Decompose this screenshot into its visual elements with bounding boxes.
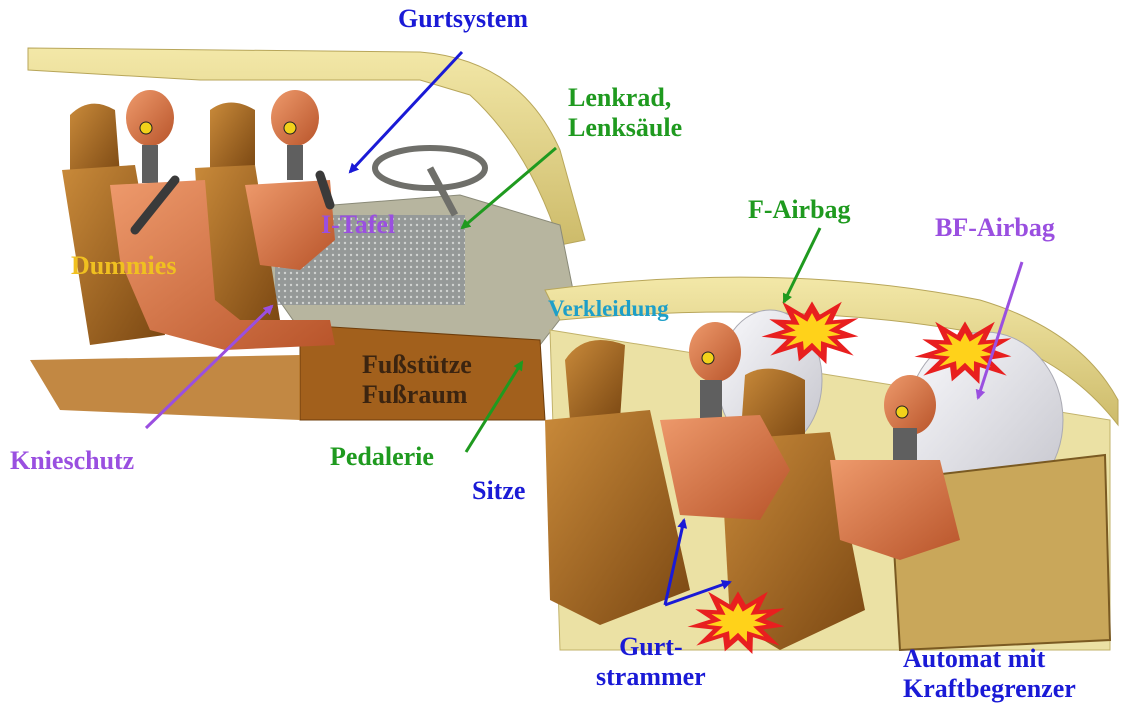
label-verkleidung: Verkleidung: [548, 296, 669, 322]
label-f-airbag: F-Airbag: [748, 195, 851, 225]
label-dummies: Dummies: [71, 251, 176, 281]
label-sitze: Sitze: [472, 476, 525, 506]
label-knieschutz: Knieschutz: [10, 446, 134, 476]
label-pedalerie: Pedalerie: [330, 442, 434, 472]
label-gurtsystem: Gurtsystem: [398, 4, 528, 34]
label-bf-airbag: BF-Airbag: [935, 213, 1055, 243]
crash-safety-illustration: [0, 0, 1127, 686]
right-rear-seat-back: [565, 340, 625, 420]
label-fussstuetze-fussraum: Fußstütze Fußraum: [362, 350, 472, 410]
left-car-model: [28, 48, 585, 420]
label-i-tafel: I-Tafel: [321, 210, 395, 240]
left-front-seat-back: [210, 103, 255, 173]
label-automat-kraftbegrenzer: Automat mit Kraftbegrenzer: [903, 644, 1076, 704]
label-gurtstrammer: Gurt- strammer: [596, 632, 706, 692]
label-lenkrad-lenksaeule: Lenkrad, Lenksäule: [568, 83, 682, 143]
